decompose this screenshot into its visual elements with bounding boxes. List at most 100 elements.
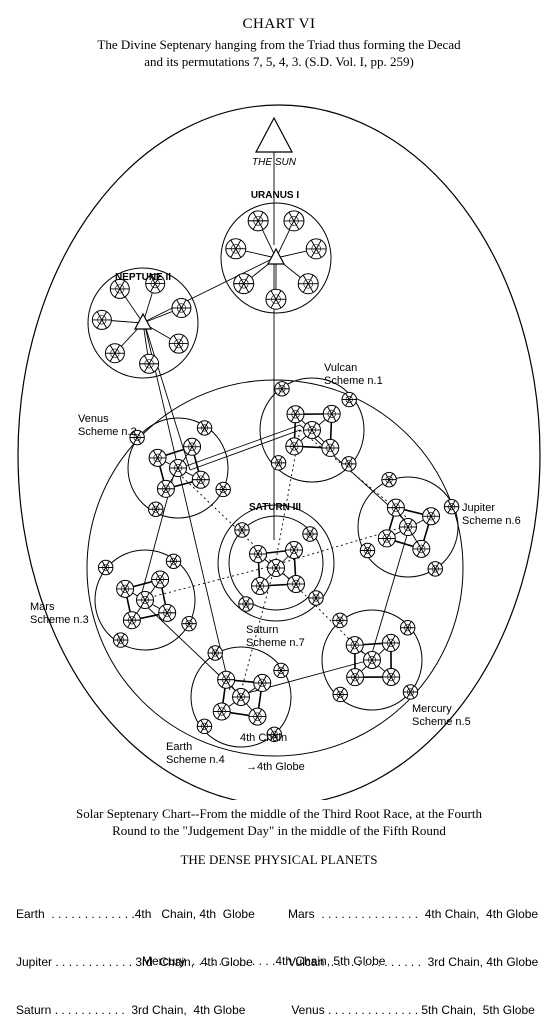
globe-icon [149,502,163,516]
solar-septenary-diagram: THE SUN URANUS I NEPTUNE II SATURN III V… [0,0,558,800]
fourth-globe-label: →4th Globe [246,761,305,773]
globe-icon [400,519,417,536]
globe-icon [298,274,318,294]
globe-icon [149,449,166,466]
globe-icon [113,633,127,647]
mars-scheme-label: Scheme n.3 [30,614,89,626]
globe-icon [360,543,374,557]
globe-icon [213,703,230,720]
outer-egg-ellipse [18,105,540,800]
globe-icon [303,527,317,541]
saturn-upper-label: SATURN III [249,502,301,513]
globe-icon [287,406,304,423]
neptune-label: NEPTUNE II [115,272,171,283]
globe-icon [383,668,400,685]
globe-icon [170,460,187,477]
globe-icon [159,604,176,621]
globe-icon [249,708,266,725]
sun-triangle [256,118,292,152]
planet-row: Mars . . . . . . . . . . . . . . . 4th C… [288,906,538,922]
globe-icon [275,382,289,396]
globe-icon [274,663,288,677]
globe-icon [92,310,111,329]
venus-scheme-label: Scheme n.2 [78,426,137,438]
planet-row: Venus . . . . . . . . . . . . . . 5th Ch… [288,1002,538,1018]
dense-planets-heading: THE DENSE PHYSICAL PLANETS [0,852,558,868]
vulcan-scheme-label: Scheme n.1 [324,375,383,387]
globe-icon [382,472,396,486]
diagram-caption-line-1: Solar Septenary Chart--From the middle o… [0,806,558,822]
globe-icon [137,592,154,609]
globe-icon [182,616,196,630]
uranus-label: URANUS I [251,190,300,201]
globe-icon [117,580,134,597]
globe-icon [235,523,249,537]
globe-icon [284,211,304,231]
globe-icon [347,669,364,686]
globe-icon [271,456,285,470]
sun-label: THE SUN [252,157,297,168]
globe-icon [342,457,356,471]
globe-icon [286,438,303,455]
globe-icon [140,354,159,373]
globe-icon [98,560,112,574]
globe-icon [208,646,222,660]
globe-icon [172,298,191,317]
globe-icon [323,405,340,422]
globe-icon [239,597,253,611]
globe-icon [254,674,271,691]
globe-icon [387,499,404,516]
jupiter-label: Jupiter [462,502,495,514]
globe-icon [226,239,246,259]
globe-icon [423,508,440,525]
globe-icon [169,334,188,353]
planet-row: Earth . . . . . . . . . . . . .4th Chain… [16,906,255,922]
globe-icon [152,571,169,588]
globe-icon [382,634,399,651]
globe-icon [444,499,458,513]
globe-icon [413,540,430,557]
globe-icon [197,719,211,733]
saturn-scheme-label: Scheme n.7 [246,637,305,649]
globe-icon [364,652,381,669]
venus-label: Venus [78,413,109,425]
mercury-label: Mercury [412,703,452,715]
globe-icon [333,687,347,701]
mars-label: Mars [30,601,55,613]
globe-icon [342,392,356,406]
dense-planets-center-row: Mercury . . . . . . . . . . . . .4th Cha… [142,921,385,985]
globe-icon [123,612,140,629]
vulcan-label: Vulcan [324,362,357,374]
globe-icon [184,438,201,455]
globe-icon [333,613,347,627]
globe-icon [248,211,268,231]
saturn-label: Saturn [246,624,278,636]
globe-icon [105,344,124,363]
globe-icon [266,289,286,309]
globe-icon [306,239,326,259]
globe-icon [309,591,323,605]
globe-icon [192,471,209,488]
triad-triangle [135,314,151,329]
globe-icon [346,637,363,654]
globe-icon [400,621,414,635]
planet-row: Mercury . . . . . . . . . . . . .4th Cha… [142,953,385,969]
earth-scheme-label: Scheme n.4 [166,754,225,766]
mercury-scheme-label: Scheme n.5 [412,716,471,728]
globe-icon [378,530,395,547]
globe-icon [252,578,269,595]
globe-icon [166,554,180,568]
globe-icon [286,542,303,559]
globe-icon [218,671,235,688]
globe-icon [428,562,442,576]
globe-icon [250,546,267,563]
globe-icon [288,576,305,593]
globe-icon [322,439,339,456]
diagram-caption-line-2: Round to the "Judgement Day" in the midd… [0,823,558,839]
jupiter-scheme-label: Scheme n.6 [462,515,521,527]
globe-icon [304,422,321,439]
earth-label: Earth [166,741,192,753]
globe-icon [197,421,211,435]
planet-row: Saturn . . . . . . . . . . . 3rd Chain, … [16,1002,255,1018]
globe-icon [216,482,230,496]
